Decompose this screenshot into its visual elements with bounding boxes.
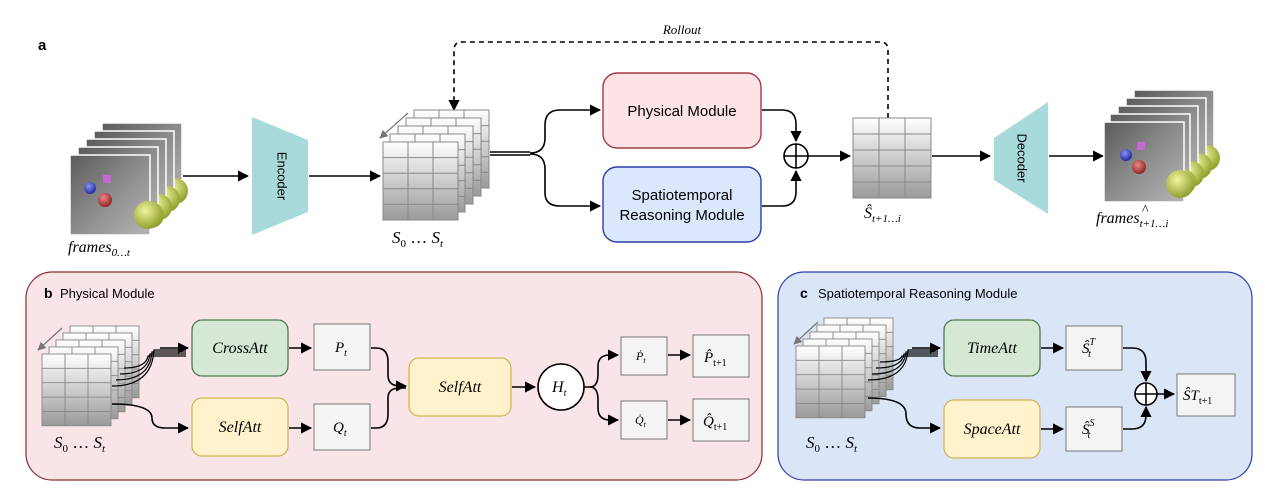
p-box xyxy=(313,323,371,371)
sum-node-c xyxy=(1134,382,1158,406)
q-label: Qt xyxy=(333,420,347,439)
arrow-to-st xyxy=(529,153,602,212)
arrow-physical-sum xyxy=(762,109,802,143)
sum-node-a xyxy=(783,143,809,169)
qdot-box xyxy=(620,400,668,440)
cross-att-box xyxy=(191,319,289,377)
phat-label: P̂t+1 xyxy=(703,350,727,369)
states-label-b: S0 … St xyxy=(54,433,106,455)
physical-module-label: Physical Module xyxy=(627,103,736,120)
panel-b-letter: b xyxy=(44,285,53,301)
fan-lines-c xyxy=(867,349,938,381)
panel-a-letter: a xyxy=(38,37,47,54)
qhat-box xyxy=(692,398,750,442)
frames-out-label: framest+1…i xyxy=(1096,210,1168,230)
frames-in-label: frames0…t xyxy=(68,239,131,259)
encoder-block xyxy=(252,117,308,235)
states-label-c: S0 … St xyxy=(806,433,858,455)
qdot-label: Q̇t xyxy=(635,413,647,429)
self-att-box-b2 xyxy=(408,357,512,417)
physical-module-box xyxy=(602,72,762,149)
arrow-p-selfatt xyxy=(371,347,408,392)
panel-c-title: Spatiotemporal Reasoning Module xyxy=(818,286,1017,301)
rollout-arrow xyxy=(448,41,889,118)
st-time-box xyxy=(1065,325,1123,371)
h-label: Ht xyxy=(551,379,567,399)
decoder-block xyxy=(994,102,1048,214)
qhat-label: Q̂t+1 xyxy=(703,413,727,433)
pred-states-label: Ŝt+1…i xyxy=(864,203,901,225)
time-att-box xyxy=(943,319,1041,377)
frames-out-hat: ^ xyxy=(1142,203,1149,218)
encoder-label: Encoder xyxy=(275,152,290,201)
output-frames-image xyxy=(1103,89,1221,203)
q-box xyxy=(313,403,371,451)
cross-att-label: CrossAtt xyxy=(212,340,268,357)
p-label: Pt xyxy=(334,340,347,359)
states-label-a: S0 … St xyxy=(392,228,444,250)
input-frames-image xyxy=(69,122,189,236)
panel-c-letter: c xyxy=(800,285,808,301)
pred-states-grid xyxy=(852,117,932,199)
rollout-label: Rollout xyxy=(662,22,702,37)
self-att-label-b: SelfAtt xyxy=(219,419,262,436)
self-att-box-b xyxy=(191,397,289,457)
arrow-to-physical xyxy=(529,104,602,154)
phat-box xyxy=(692,334,750,378)
st-module-label-1: Spatiotemporal xyxy=(632,187,733,204)
fan-lines-b xyxy=(111,349,186,387)
state-stack-a xyxy=(382,109,490,221)
st-module-box xyxy=(602,166,762,243)
st-space-box xyxy=(1065,406,1123,452)
arrow-st-sum xyxy=(762,169,802,207)
decoder-label: Decoder xyxy=(1015,133,1030,183)
out-box xyxy=(1176,373,1236,417)
stack-direction-arrow xyxy=(379,112,409,139)
arrow-to-selfatt-b xyxy=(111,403,190,434)
panel-b-title: Physical Module xyxy=(60,286,155,301)
pdot-box xyxy=(620,336,668,376)
time-att-label: TimeAtt xyxy=(967,340,1017,357)
space-att-box xyxy=(943,399,1041,459)
space-att-label: SpaceAtt xyxy=(964,421,1021,438)
out-label: ŜTt+1 xyxy=(1183,387,1212,407)
st-module-label-2: Reasoning Module xyxy=(619,207,744,224)
state-stack-b xyxy=(41,325,140,427)
pdot-label: Ṗt xyxy=(635,349,646,365)
self-att-label-b2: SelfAtt xyxy=(439,379,482,396)
